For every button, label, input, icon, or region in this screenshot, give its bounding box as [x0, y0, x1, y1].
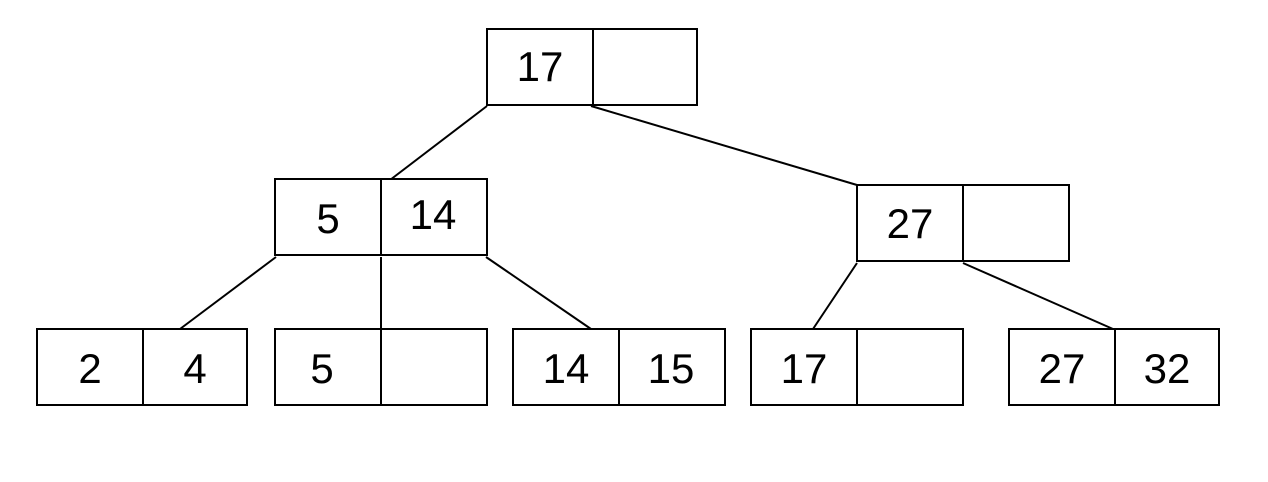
internal-left-key-2: 14: [380, 180, 484, 254]
leaf-node-2: 5: [274, 328, 488, 406]
edge-internal-left-to-leaf-3: [485, 256, 592, 330]
leaf-2-key-1: 5: [310, 345, 334, 392]
leaf-node-1: 2 4: [36, 328, 248, 406]
leaf-5-key-1: 27: [1038, 345, 1086, 392]
leaf-1-key-1: 2: [78, 345, 102, 392]
edge-internal-right-to-leaf-5: [962, 262, 1114, 330]
leaf-2-key-2: [380, 330, 484, 404]
leaf-node-3: 14 15: [512, 328, 726, 406]
edge-internal-left-to-leaf-1: [179, 256, 277, 330]
leaf-4-key-1: 17: [780, 345, 828, 392]
internal-node-right: 27: [856, 184, 1070, 262]
leaf-3-key-1: 14: [542, 345, 590, 392]
leaf-3-key-2: 15: [618, 330, 722, 404]
leaf-node-5: 27 32: [1008, 328, 1220, 406]
leaf-5-key-2: 32: [1114, 330, 1218, 404]
edge-root-to-internal-left: [389, 105, 488, 181]
leaf-4-key-2: [856, 330, 960, 404]
internal-left-key-1: 5: [316, 195, 340, 242]
internal-right-key-1: 27: [886, 200, 934, 247]
internal-node-left: 5 14: [274, 178, 488, 256]
leaf-node-4: 17: [750, 328, 964, 406]
root-node: 17: [486, 28, 698, 106]
internal-right-key-2: [962, 186, 1066, 260]
edge-internal-right-to-leaf-4: [812, 262, 858, 330]
root-key-1: 17: [516, 43, 564, 90]
root-key-2: [592, 30, 696, 104]
edge-root-to-internal-right: [590, 105, 858, 186]
leaf-1-key-2: 4: [142, 330, 246, 404]
